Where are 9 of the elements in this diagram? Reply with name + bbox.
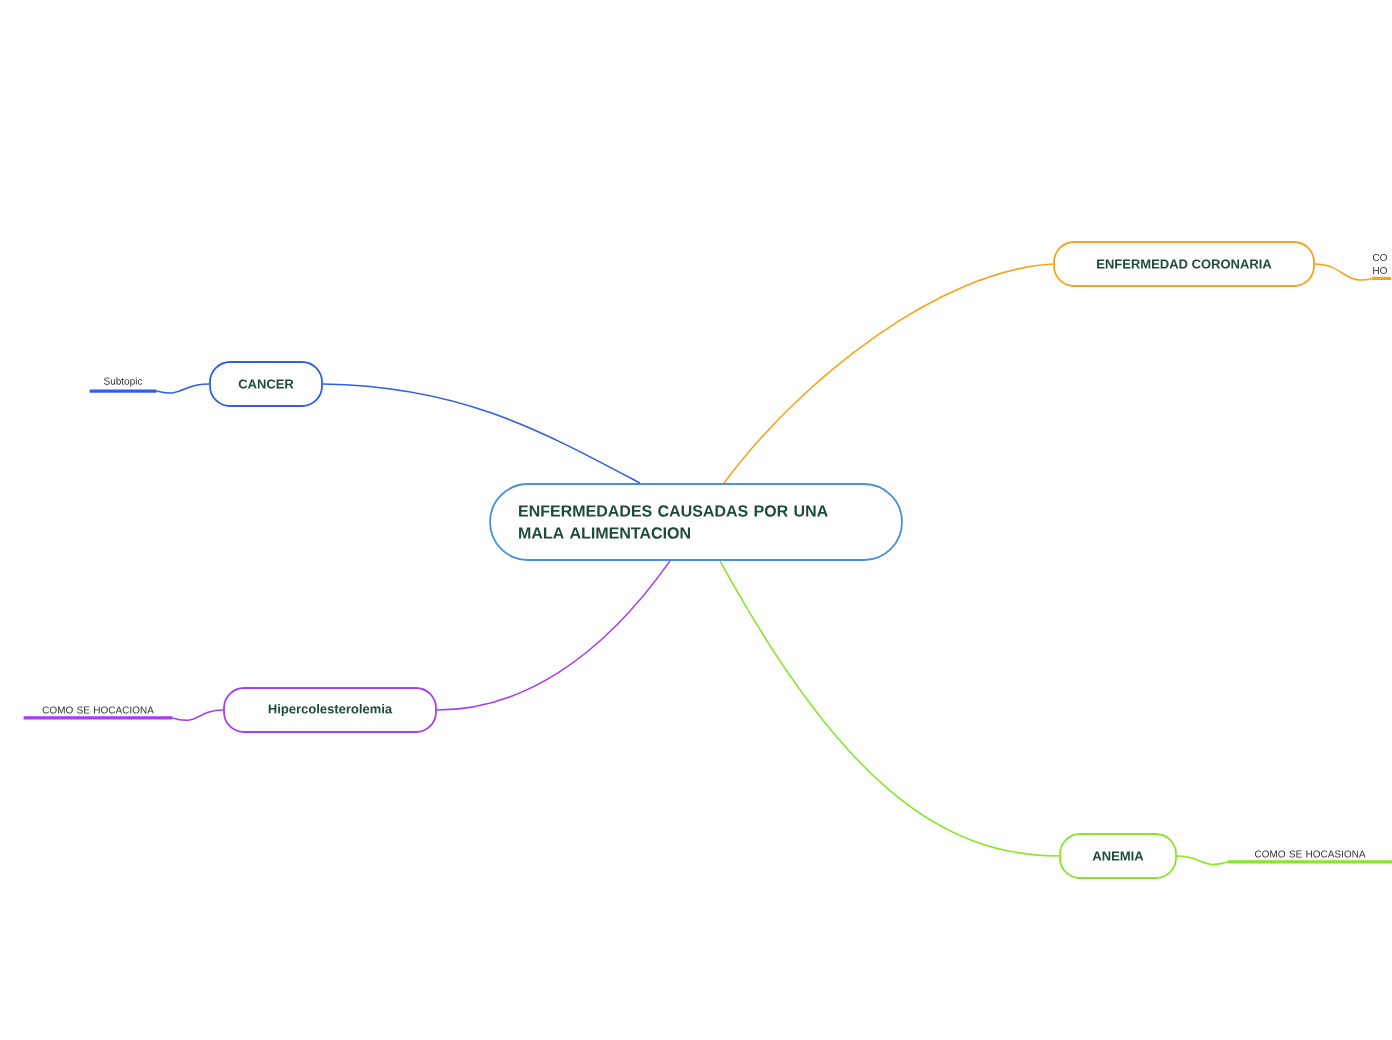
- connector: [155, 383, 210, 394]
- connector: [723, 263, 1054, 484]
- connector: [1176, 855, 1229, 866]
- connector: [322, 383, 641, 484]
- connector: [719, 560, 1060, 857]
- connector: [1314, 263, 1373, 281]
- connector: [171, 709, 224, 721]
- central-topic-box: ENFERMEDADES CAUSADAS POR UNA MALA ALIMENTACION: [489, 483, 903, 561]
- connector: [436, 560, 671, 711]
